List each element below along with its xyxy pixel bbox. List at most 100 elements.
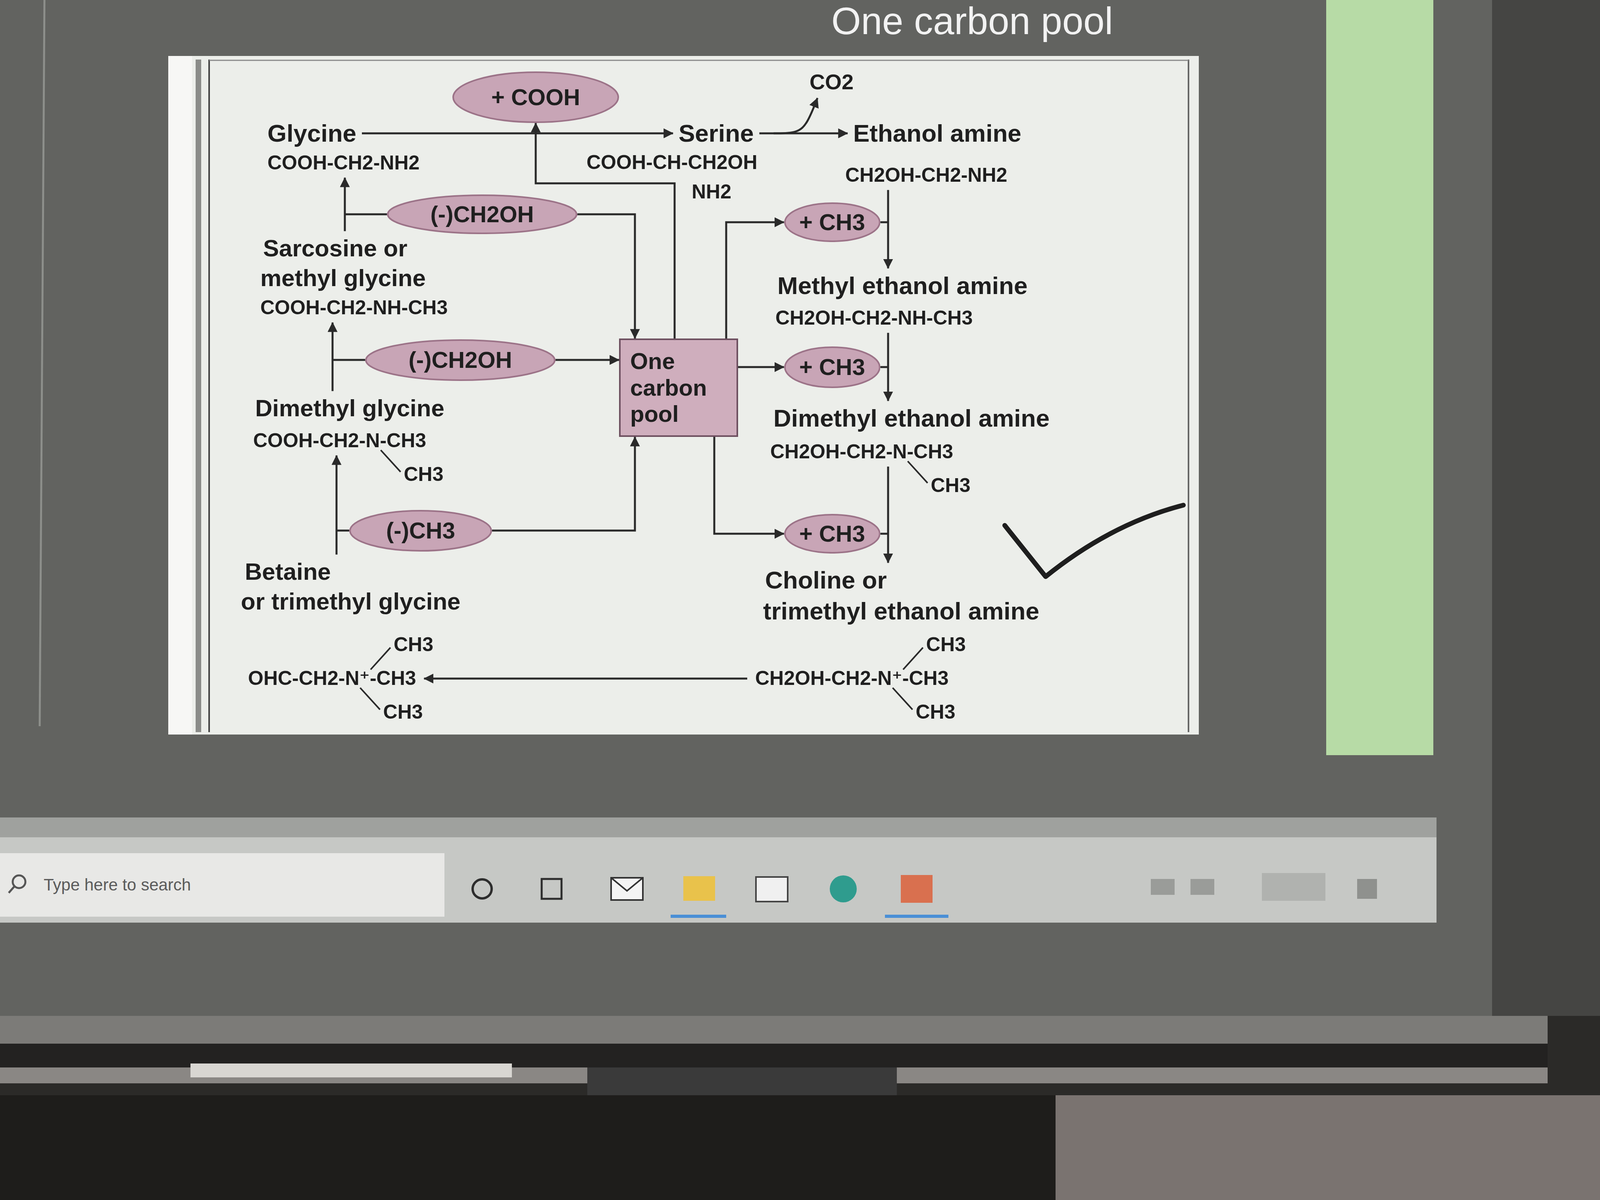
chemical-bond xyxy=(370,647,391,670)
compound-label: COOH-CH2-NH-CH3 xyxy=(260,296,448,320)
reaction-arrow xyxy=(887,190,890,269)
compound-label: CH2OH-CH2-NH-CH3 xyxy=(775,306,973,330)
group-label: + CH3 xyxy=(799,353,866,381)
reaction-arrow xyxy=(331,322,334,392)
active-underline xyxy=(884,914,949,918)
cortana-icon xyxy=(472,879,492,899)
edge-arrow xyxy=(726,222,785,339)
compound-label: Glycine xyxy=(267,119,357,148)
panel-margin xyxy=(168,55,193,735)
active-underline xyxy=(670,914,727,918)
group-ellipse: + CH3 xyxy=(784,513,881,554)
methyl-branch: CH3 xyxy=(403,463,444,487)
compound-label: Methyl ethanol amine xyxy=(777,271,1028,300)
compound-label: COOH-CH2-N-CH3 xyxy=(253,429,427,453)
reaction-arrow xyxy=(361,132,674,135)
chemical-bond xyxy=(907,461,928,483)
compound-label: NH2 xyxy=(691,180,732,204)
panel-frame-line xyxy=(208,59,210,733)
taskbar xyxy=(0,837,1437,923)
ellipse-shape xyxy=(784,203,880,242)
group-label: (-)CH2OH xyxy=(430,201,535,228)
compound-label: Ethanol amine xyxy=(853,119,1022,148)
tray-icon xyxy=(1150,878,1175,895)
ellipse-shape xyxy=(387,195,577,234)
group-stub xyxy=(880,532,889,535)
methyl-branch: CH3 xyxy=(926,633,966,657)
ellipse-shape xyxy=(350,510,492,551)
reaction-arrow xyxy=(887,466,890,564)
compound-label: CH2OH-CH2-N-CH3 xyxy=(770,440,954,464)
search-icon xyxy=(8,886,15,893)
notification-icon xyxy=(1357,878,1377,899)
compound-label: Choline or xyxy=(765,565,887,595)
compound-label: Betaine xyxy=(244,557,331,586)
reaction-arrow xyxy=(759,132,848,135)
green-bar xyxy=(1326,0,1434,756)
ellipse-shape xyxy=(365,340,555,381)
compound-label: trimethyl ethanol amine xyxy=(763,596,1040,625)
chemical-bond xyxy=(903,647,924,670)
edge-arrow xyxy=(738,366,785,369)
edge-arrow xyxy=(492,436,635,531)
task-view-icon xyxy=(541,878,562,899)
methyl-branch: CH3 xyxy=(393,633,434,657)
group-ellipse: (-)CH2OH xyxy=(365,339,556,381)
compound-label: COOH-CH2-NH2 xyxy=(267,151,420,175)
group-ellipse: + COOH xyxy=(452,71,620,124)
search-placeholder: Type here to search xyxy=(43,875,191,895)
search-icon xyxy=(12,875,26,889)
mail-icon xyxy=(611,877,643,900)
tray-icon xyxy=(1190,878,1215,895)
screen-bottom-bar xyxy=(0,1015,1548,1044)
desk xyxy=(0,1095,1056,1200)
panel-frame-line xyxy=(209,59,1189,62)
methyl-branch: CH3 xyxy=(915,700,956,724)
edge-arrow xyxy=(577,214,635,339)
mail-icon xyxy=(611,877,643,891)
app-icon xyxy=(900,875,933,903)
clock-area xyxy=(1261,873,1326,901)
group-ellipse: (-)CH3 xyxy=(349,509,493,552)
reaction-arrow xyxy=(424,677,748,680)
reaction-arrow xyxy=(335,455,338,555)
group-ellipse: + CH3 xyxy=(784,202,881,243)
group-label: + CH3 xyxy=(799,209,866,236)
group-stub xyxy=(344,213,387,216)
group-stub xyxy=(880,366,889,369)
ellipse-shape xyxy=(784,347,880,388)
group-stub xyxy=(336,529,350,532)
pen-checkmark xyxy=(1004,505,1184,577)
methyl-branch: CH3 xyxy=(930,474,971,498)
compound-label: COOH-CH-CH2OH xyxy=(586,151,758,175)
taskbar-edge xyxy=(0,817,1437,838)
group-ellipse: (-)CH2OH xyxy=(386,194,578,235)
edge-lines xyxy=(492,123,785,534)
panel-band xyxy=(195,59,202,733)
chemical-bond xyxy=(360,687,381,710)
compound-label: Dimethyl glycine xyxy=(255,394,445,422)
store-icon xyxy=(755,876,788,902)
compound-label: Dimethyl ethanol amine xyxy=(773,403,1050,433)
co2-release-arrow xyxy=(773,98,818,134)
screen-margin xyxy=(1492,0,1600,1016)
methyl-branch: CH3 xyxy=(383,700,424,724)
group-label: (-)CH3 xyxy=(386,517,456,545)
group-label: (-)CH2OH xyxy=(408,346,513,374)
slide-title: One carbon pool xyxy=(831,0,1114,43)
group-label: + COOH xyxy=(491,84,581,111)
reaction-arrow xyxy=(344,177,347,232)
compound-label: CO2 xyxy=(809,69,854,95)
compound-label: methyl glycine xyxy=(260,264,426,292)
compound-label: CH2OH-CH2-N⁺-CH3 xyxy=(755,667,949,691)
compound-label: or trimethyl glycine xyxy=(240,587,461,616)
compound-label: CH2OH-CH2-NH2 xyxy=(845,163,1008,187)
slide-edge-line xyxy=(39,0,45,727)
projection-screen xyxy=(0,0,1493,1016)
diagram-panel xyxy=(168,55,1199,735)
ellipse-shape xyxy=(784,514,880,553)
panel-frame-line xyxy=(1187,59,1190,733)
